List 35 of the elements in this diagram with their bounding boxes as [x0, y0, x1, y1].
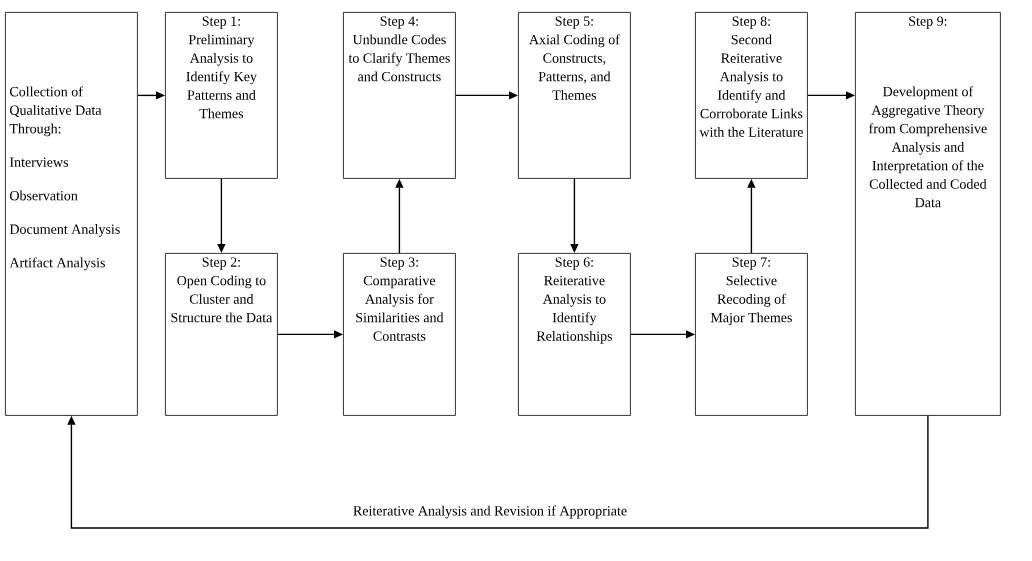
- step-text: Development of Aggregative Theory from Comprehensive Analysis and Interpretation of the Collected and Coded Data: [869, 86, 987, 208]
- step-box: [518, 12, 631, 179]
- step-text: Second Reiterative Analysis to Identify and Corroborate Links with the Literature: [699, 34, 803, 137]
- step-box: [343, 253, 456, 416]
- step-text: Selective Recoding of Major Themes: [710, 275, 792, 326]
- source-box: [5, 12, 138, 416]
- step-text: Preliminary Analysis to Identify Key Patterns and Themes: [186, 34, 257, 119]
- step-text: Open Coding to Cluster and Structure the Data: [171, 275, 273, 323]
- step-text: Axial Coding of Constructs, Patterns, and Themes: [529, 34, 620, 100]
- step-heading: Step 2:: [202, 257, 240, 270]
- step-text: Reiterative Analysis to Identify Relationships: [536, 275, 612, 344]
- step-heading: Step 4:: [380, 16, 418, 29]
- step-box: [855, 12, 1001, 416]
- list-text: Interviews: [9, 157, 68, 167]
- list-text: Collection of Qualitative Data Through:: [9, 86, 102, 137]
- step-box: [695, 253, 808, 416]
- list-text: Document Analysis: [9, 224, 120, 237]
- step-box: [165, 253, 278, 416]
- step-heading: Step 9:: [909, 16, 947, 29]
- list-text: Artifact Analysis: [9, 257, 105, 271]
- list-text: Observation: [10, 190, 78, 201]
- arrow: [67, 415, 929, 529]
- step-heading: Step 6:: [555, 257, 593, 270]
- step-heading: Step 8:: [732, 16, 770, 29]
- step-heading: Step 7:: [732, 257, 770, 270]
- step-heading: Step 3:: [380, 257, 418, 270]
- step-text: Comparative Analysis for Similarities and Contrasts: [356, 275, 444, 341]
- step-box: [343, 12, 456, 179]
- step-box: [165, 12, 278, 179]
- step-heading: Step 1:: [202, 16, 240, 29]
- step-heading: Step 5:: [555, 16, 593, 29]
- step-box: [518, 253, 631, 416]
- edge-label: Reiterative Analysis and Revision if Appropriate: [350, 503, 630, 521]
- step-box: [695, 12, 808, 179]
- step-text: Unbundle Codes to Clarify Themes and Constructs: [348, 34, 450, 82]
